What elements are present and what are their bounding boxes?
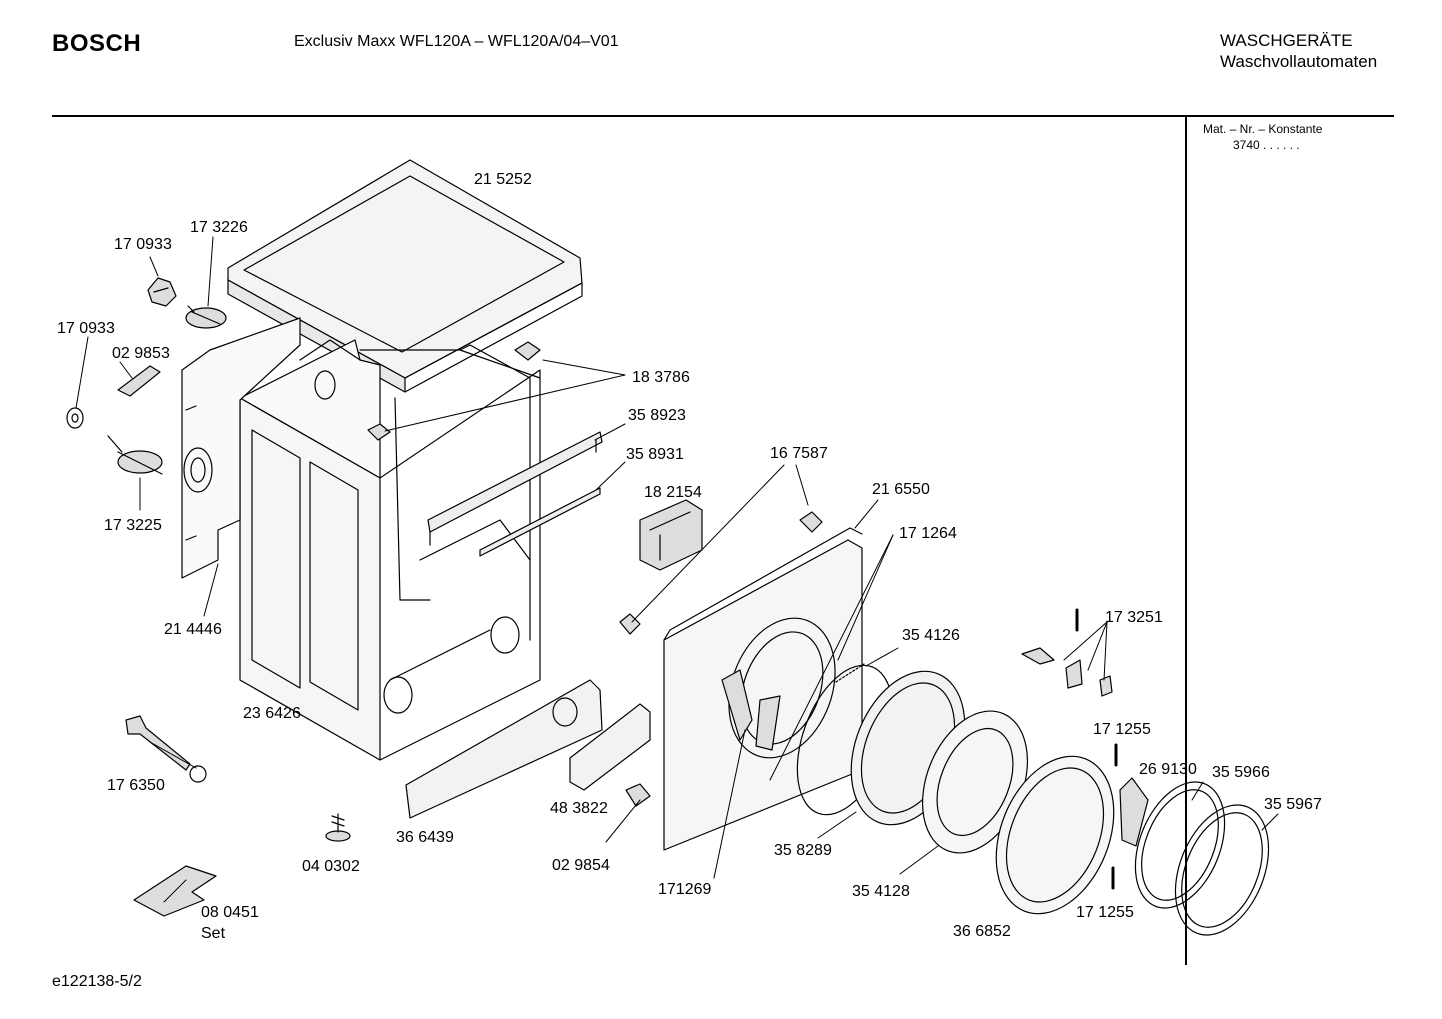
- label-354128: 35 4128: [852, 883, 910, 900]
- label-354126: 35 4126: [902, 627, 960, 644]
- label-358923: 35 8923: [628, 407, 686, 424]
- header-divider: [52, 115, 1394, 117]
- dispenser-483822: [569, 703, 651, 791]
- clip-167587-a: [799, 511, 823, 533]
- rear-panel: [181, 317, 301, 579]
- mat-number-block: Mat. – Nr. – Konstante 3740 . . . . . .: [1203, 121, 1322, 153]
- mount-part-173225: [107, 435, 163, 475]
- label-171264: 17 1264: [899, 525, 957, 542]
- foot-040302: [325, 813, 351, 842]
- brand-logo: BOSCH: [52, 30, 142, 57]
- label-366852: 36 6852: [953, 923, 1011, 940]
- label-176350: 17 6350: [107, 777, 165, 794]
- cabinet: [239, 339, 541, 761]
- washer-part-170933-lower: [66, 407, 84, 429]
- hinge-part-170933-upper: [147, 277, 177, 307]
- clip-part-029853: [117, 365, 161, 397]
- label-216550: 21 6550: [872, 481, 930, 498]
- ring-355967: [1174, 804, 1270, 936]
- label-182154: 18 2154: [644, 484, 702, 501]
- mat-label: Mat. – Nr. – Konstante: [1203, 122, 1323, 136]
- category-block: WASCHGERÄTE Waschvollautomaten: [1220, 30, 1377, 72]
- label-355966: 35 5966: [1212, 764, 1270, 781]
- leader-lines: [75, 236, 1279, 903]
- rail-358931: [479, 487, 601, 557]
- label-358931: 35 8931: [626, 446, 684, 463]
- label-214446: 21 4446: [164, 621, 222, 638]
- ring-355966: [1134, 781, 1226, 909]
- door-ring-366852: [995, 755, 1115, 915]
- label-236426: 23 6426: [243, 705, 301, 722]
- label-183786: 18 3786: [632, 369, 690, 386]
- label-167587: 16 7587: [770, 445, 828, 462]
- control-panel-366439: [405, 679, 603, 819]
- label-040302: 04 0302: [302, 858, 360, 875]
- label-358289: 35 8289: [774, 842, 832, 859]
- bracket-183786-b: [367, 423, 391, 441]
- mat-value: 3740 . . . . . .: [1233, 138, 1300, 152]
- label-029854: 02 9854: [552, 857, 610, 874]
- label-483822: 48 3822: [550, 800, 608, 817]
- rail-358923: [427, 431, 603, 546]
- hinge-parts-173251: [1021, 608, 1113, 697]
- side-divider: [1185, 117, 1187, 965]
- label-173225: 17 3225: [104, 517, 162, 534]
- spanner-176350: [125, 715, 207, 783]
- door-handle-269130: [1119, 777, 1149, 847]
- mount-part-173226: [185, 305, 227, 329]
- category-line-2: Waschvollautomaten: [1220, 52, 1378, 71]
- label-366439: 36 6439: [396, 829, 454, 846]
- door-glass-354128: [921, 710, 1029, 854]
- door-lock: [639, 499, 703, 571]
- document-id: e122138-5/2: [52, 973, 142, 990]
- category-line-1: WASCHGERÄTE: [1220, 31, 1353, 50]
- label-215252: 21 5252: [474, 171, 532, 188]
- label-173226: 17 3226: [190, 219, 248, 236]
- label-029853: 02 9853: [112, 345, 170, 362]
- knob-029854: [625, 783, 651, 807]
- label-080451-set: Set: [201, 925, 226, 942]
- label-170933-lower: 17 0933: [57, 320, 115, 337]
- model-title: Exclusiv Maxx WFL120A – WFL120A/04–V01: [294, 33, 619, 50]
- label-080451: 08 0451: [201, 904, 259, 921]
- bracket-183786-a: [514, 341, 541, 361]
- label-171269: 171269: [658, 881, 711, 898]
- label-171255-upper: 17 1255: [1093, 721, 1151, 738]
- front-panel: [663, 527, 863, 851]
- label-171255-lower: 17 1255: [1076, 904, 1134, 921]
- label-173251: 17 3251: [1105, 609, 1163, 626]
- label-269130: 26 9130: [1139, 761, 1197, 778]
- label-170933-upper: 17 0933: [114, 236, 172, 253]
- label-355967: 35 5967: [1264, 796, 1322, 813]
